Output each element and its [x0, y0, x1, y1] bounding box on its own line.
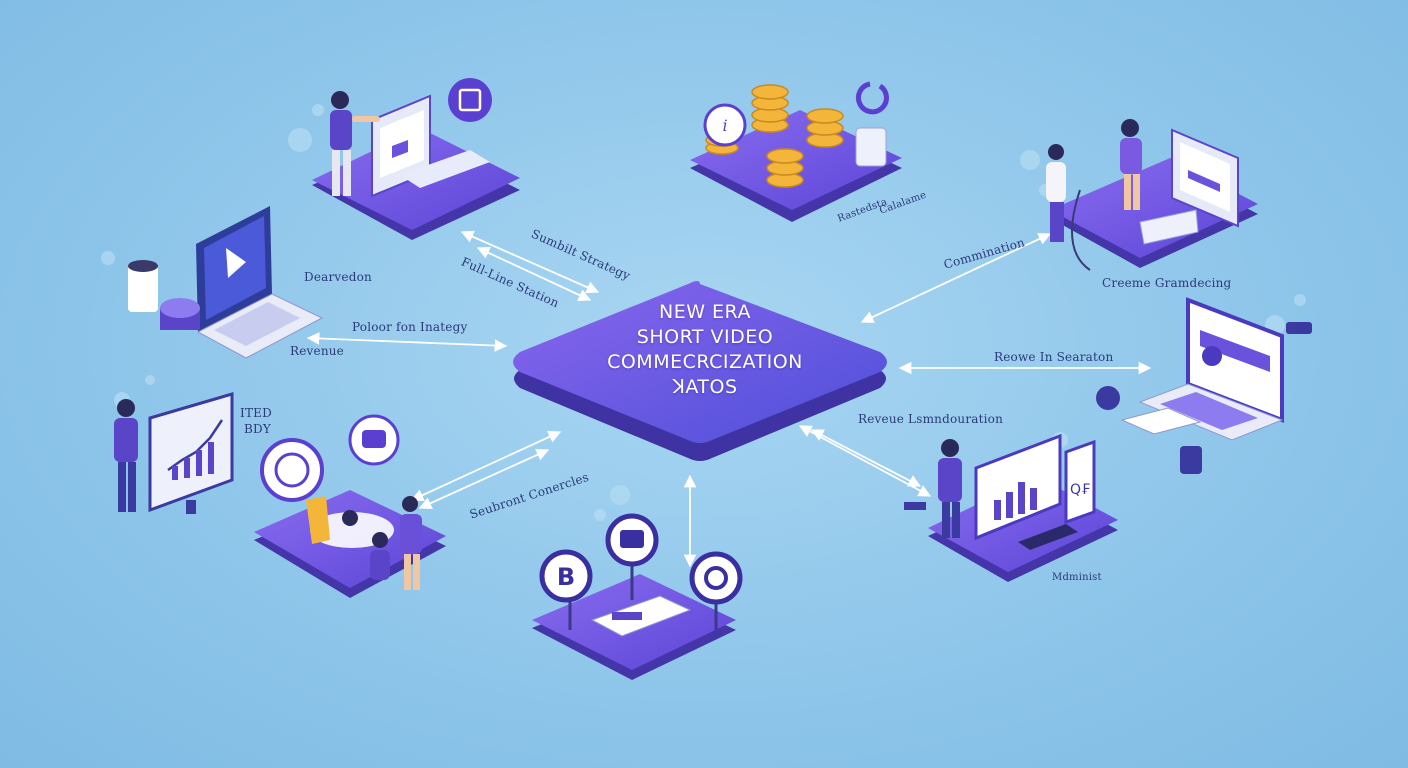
label-administ: Mdminist — [1052, 572, 1102, 583]
platform-video-editor — [312, 78, 520, 240]
central-hub — [513, 281, 887, 461]
label-chart-note-2: BDY — [244, 422, 271, 436]
platform-coins: i — [690, 81, 902, 222]
label-creative: Creeme Gramdecing — [1102, 276, 1232, 290]
connector-arrows — [306, 230, 1152, 568]
label-revenue-right: Reowe In Searaton — [994, 350, 1114, 364]
platform-analytics — [904, 433, 1118, 582]
label-policy: Poloor fon Inategy — [352, 320, 468, 334]
platform-creative — [1046, 119, 1258, 271]
svg-text:i: i — [722, 116, 727, 135]
laptop-play — [128, 206, 324, 359]
hub-line-4: ꓘATOS — [672, 376, 738, 398]
hub-line-2: SHORT VIDEO — [636, 326, 774, 348]
svg-text:B: B — [557, 563, 575, 591]
laptop-right — [1096, 297, 1312, 474]
label-revenue-transformation: Reveue Lsmndouration — [858, 412, 1004, 426]
monitor-growth-chart — [114, 391, 234, 514]
label-description: Dearvedon — [304, 270, 372, 284]
hub-title: NEW ERA SHORT VIDEO COMMECRCIZATION ꓘATO… — [560, 300, 850, 400]
platform-team — [254, 414, 446, 598]
platform-icons: B — [532, 513, 743, 680]
hub-line-3: COMMECRCIZATION — [607, 351, 803, 373]
label-revenue-left: Revenue — [290, 344, 344, 358]
hub-line-1: NEW ERA — [659, 301, 751, 323]
phone-text: Q₣ — [1070, 482, 1091, 498]
label-chart-note-1: ITED — [240, 406, 272, 420]
